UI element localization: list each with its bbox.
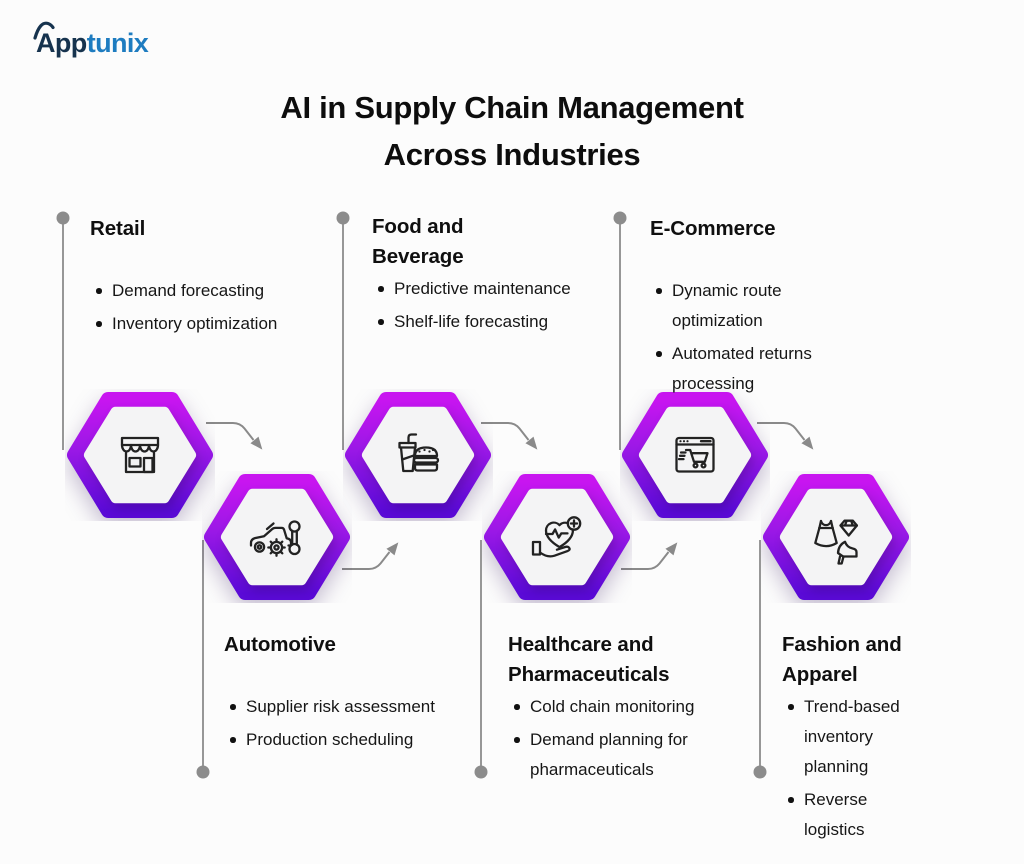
heart-hand-icon (531, 516, 582, 558)
bullet-item: Cold chain monitoring (508, 692, 740, 722)
flow-arrow (621, 551, 670, 570)
section-retail: Retail Demand forecasting Inventory opti… (90, 214, 320, 333)
car-service-icon (249, 520, 301, 557)
title-line-1: AI in Supply Chain Management (280, 90, 744, 125)
flow-arrowhead (386, 542, 399, 556)
connector-dot (196, 765, 210, 779)
section-food-beverage: Food and Beverage Predictive maintenance… (372, 212, 602, 331)
section-heading: Fashion and Apparel (782, 633, 902, 686)
connector-dot (753, 765, 767, 779)
bullet-item: Shelf-life forecasting (372, 307, 571, 337)
apptunix-logo: Apptunix (33, 21, 149, 59)
section-bullets: Demand forecasting Inventory optimizatio… (90, 276, 277, 342)
hexagon-face (500, 488, 614, 586)
hexagon-healthcare (482, 471, 632, 603)
bullet-item: Trend-based inventory planning (782, 692, 932, 782)
bullet-item: Production scheduling (224, 725, 435, 755)
flow-arrow (342, 551, 391, 570)
logo-arc-icon (33, 21, 55, 40)
bullet-item: Demand planning for pharmaceuticals (508, 725, 740, 785)
logo-text-app: App (36, 28, 87, 58)
browser-cart-icon (675, 436, 715, 473)
flow-arrowhead (525, 436, 538, 450)
hexagon-retail (65, 389, 215, 521)
section-bullets: Predictive maintenance Shelf-life foreca… (372, 274, 571, 340)
bullet-item: Automated returns processing (650, 339, 850, 399)
flow-arrowhead (801, 436, 814, 450)
fashion-icon (814, 519, 859, 565)
section-bullets: Cold chain monitoring Demand planning fo… (508, 692, 740, 788)
bullet-item: Demand forecasting (90, 276, 277, 306)
hexagon-automotive (202, 471, 352, 603)
section-fashion: Fashion and Apparel Trend-based inventor… (782, 630, 952, 839)
page-title: AI in Supply Chain Management Across Ind… (0, 84, 1024, 178)
bullet-item: Supplier risk assessment (224, 692, 435, 722)
bullet-item: Predictive maintenance (372, 274, 571, 304)
flow-arrowhead (250, 436, 263, 450)
bullet-item: Inventory optimization (90, 309, 277, 339)
bullet-item: Dynamic route optimization (650, 276, 850, 336)
section-heading: E-Commerce (650, 217, 776, 240)
connector-dot (336, 211, 350, 225)
section-heading: Food and Beverage (372, 215, 464, 268)
section-bullets: Supplier risk assessment Production sche… (224, 692, 435, 758)
fast-food-icon (398, 433, 440, 473)
hexagon-face (83, 406, 197, 504)
section-heading: Automotive (224, 633, 336, 656)
hexagon-face (220, 488, 334, 586)
hexagon-ecommerce (620, 389, 770, 521)
hexagon-fashion (761, 471, 911, 603)
hexagon-face (638, 406, 752, 504)
section-heading: Healthcare and Pharmaceuticals (508, 633, 670, 686)
connector-dot (56, 211, 70, 225)
section-bullets: Trend-based inventory planning Reverse l… (782, 692, 932, 848)
connector-dot (613, 211, 627, 225)
title-line-2: Across Industries (383, 137, 641, 172)
flow-arrow (206, 422, 255, 441)
section-healthcare: Healthcare and Pharmaceuticals Cold chai… (508, 630, 740, 779)
logo-text-tunix: tunix (86, 28, 149, 58)
section-bullets: Dynamic route optimization Automated ret… (650, 276, 850, 402)
section-automotive: Automotive Supplier risk assessment Prod… (224, 630, 454, 749)
section-heading: Retail (90, 217, 146, 240)
bullet-item: Reverse logistics (782, 785, 932, 845)
flow-arrow (481, 422, 530, 441)
flow-arrow (757, 422, 806, 441)
section-ecommerce: E-Commerce Dynamic route optimization Au… (650, 214, 918, 393)
hexagon-food-beverage (343, 389, 493, 521)
storefront-icon (120, 436, 160, 474)
connector-dot (474, 765, 488, 779)
flow-arrowhead (665, 542, 678, 556)
